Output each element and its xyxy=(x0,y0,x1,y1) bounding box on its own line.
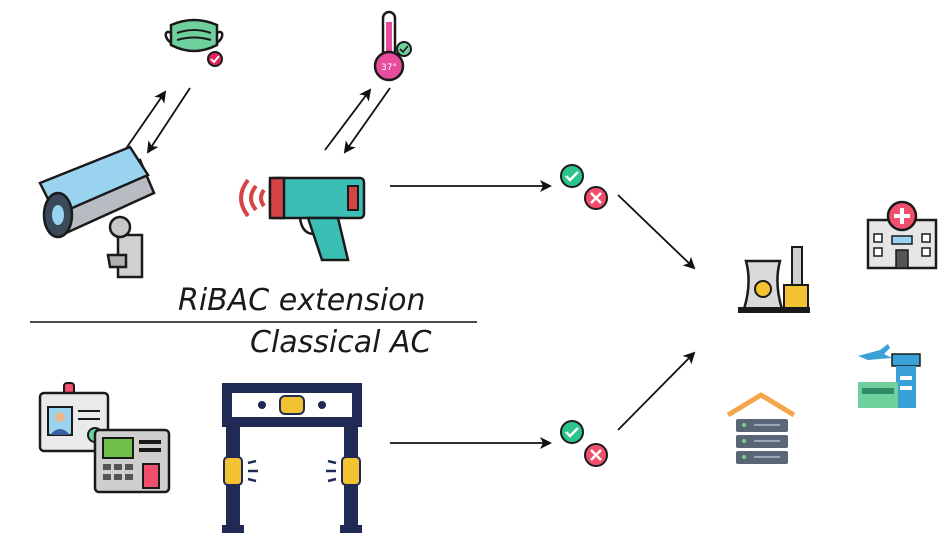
access-keypad-icon xyxy=(93,428,171,494)
cross-circle-icon xyxy=(584,443,608,467)
airport-tower-icon xyxy=(858,344,921,408)
face-mask-icon xyxy=(164,18,224,67)
classical-facility-arrow xyxy=(617,351,696,431)
check-circle-icon xyxy=(560,164,584,188)
gun-thermometer-link xyxy=(324,87,391,154)
server-house-icon xyxy=(726,392,796,464)
hospital-icon xyxy=(866,200,938,270)
metal-detector-gate-icon xyxy=(222,383,362,533)
id-badge-icon xyxy=(38,382,110,453)
cross-circle-icon xyxy=(584,186,608,210)
thermometer-icon: 37° xyxy=(373,10,412,82)
classical-ac-label: Classical AC xyxy=(250,325,432,360)
camera-mask-link xyxy=(124,87,191,154)
ribac-facility-arrow xyxy=(617,194,696,270)
ribac-extension-label: RiBAC extension xyxy=(178,283,426,318)
security-camera-icon xyxy=(38,145,156,279)
thermal-scanner-gun-icon xyxy=(239,176,366,262)
nuclear-plant-icon xyxy=(738,246,810,313)
svg-text:37°: 37° xyxy=(381,63,397,73)
check-circle-icon xyxy=(560,420,584,444)
